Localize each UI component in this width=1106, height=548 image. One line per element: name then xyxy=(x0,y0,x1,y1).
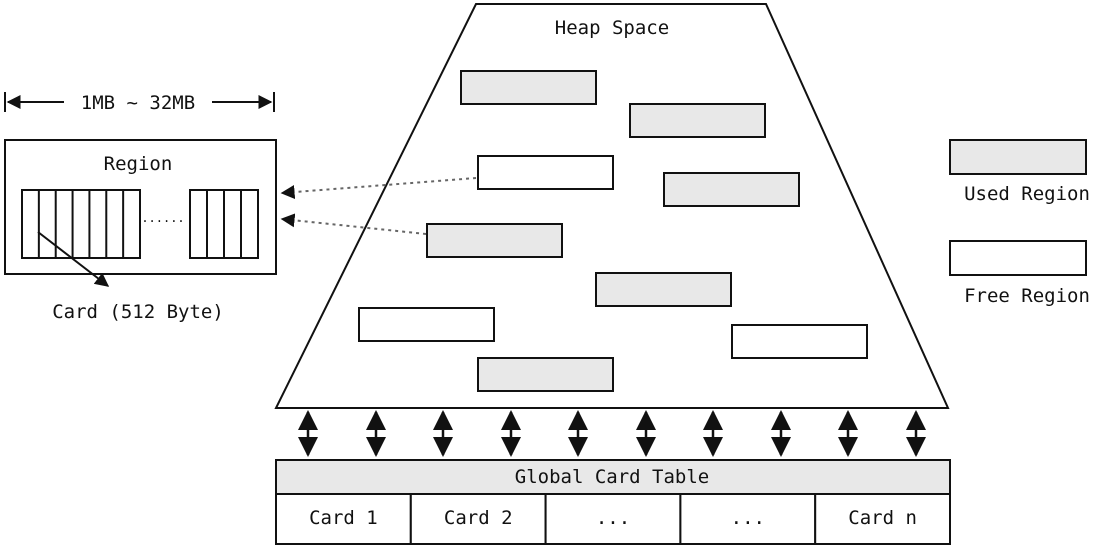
heap-region-used xyxy=(629,103,766,138)
dotted-arrow-1 xyxy=(280,177,477,200)
heap-space-title: Heap Space xyxy=(555,17,669,39)
region-cards-left xyxy=(21,189,141,259)
card-table-title: Global Card Table xyxy=(515,466,709,488)
heap-region-used xyxy=(460,70,597,105)
dotted-arrow-2 xyxy=(280,213,427,235)
heap-region-used xyxy=(477,357,614,392)
legend: Used Region Free Region xyxy=(949,139,1090,307)
heap-region-used xyxy=(426,223,563,258)
card-group xyxy=(21,189,141,259)
legend-used-swatch xyxy=(949,139,1087,175)
heap-region-used xyxy=(595,272,732,307)
region-title: Region xyxy=(104,153,173,175)
legend-used-label: Used Region xyxy=(964,183,1090,205)
card-label: Card (512 Byte) xyxy=(52,301,224,323)
card-table-header xyxy=(275,459,951,495)
heap-region-free xyxy=(731,324,868,359)
region-cards-ellipsis: ...... xyxy=(141,211,184,225)
heap-region-free xyxy=(358,307,495,342)
card-table-cell-label: Card 2 xyxy=(444,507,513,529)
region-detail: 1MB ~ 32MB Region ...... Card (512 Byte) xyxy=(4,92,277,323)
card-table-cell-label: ... xyxy=(596,507,630,529)
legend-free-swatch xyxy=(949,240,1087,276)
card-table-cells: Card 1 Card 2...... Card n xyxy=(275,493,952,545)
legend-free-label: Free Region xyxy=(964,285,1090,307)
card-table-cell-label: ... xyxy=(731,507,765,529)
heap-regions xyxy=(358,70,868,392)
heap-region-free xyxy=(477,155,614,190)
card-table-cell-label: Card 1 xyxy=(309,507,378,529)
heap-region-used xyxy=(663,172,800,207)
region-size-label: 1MB ~ 32MB xyxy=(81,92,195,114)
region-cards-right xyxy=(189,189,259,259)
double-arrows xyxy=(298,410,926,457)
card-pointer-arrow xyxy=(37,231,110,287)
card-table-cell-label: Card n xyxy=(848,507,917,529)
card-table-cell xyxy=(814,493,952,545)
